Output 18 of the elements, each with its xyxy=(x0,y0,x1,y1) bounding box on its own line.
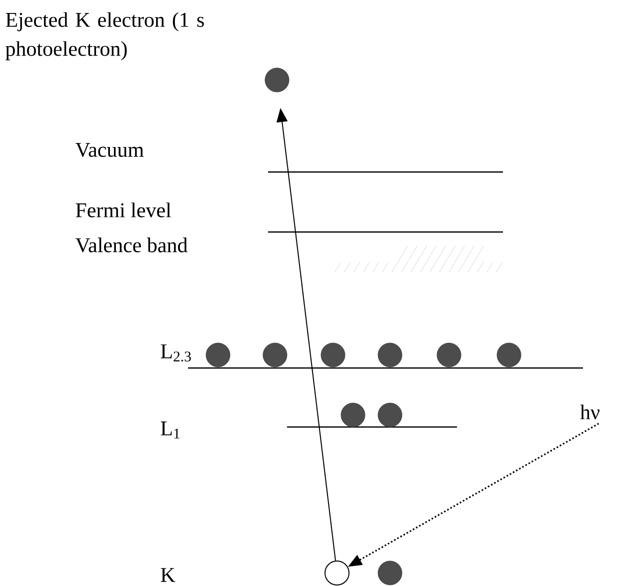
electron xyxy=(496,342,522,368)
electron xyxy=(320,342,346,368)
electron xyxy=(436,342,462,368)
level-label: K xyxy=(160,568,176,582)
photon-label: hν xyxy=(580,404,600,420)
electron xyxy=(264,68,290,92)
electron xyxy=(378,342,402,368)
electron xyxy=(378,402,402,428)
electron xyxy=(340,402,366,428)
electron xyxy=(378,560,402,586)
caption-text: Ejected K electron (1 s photoelectron) xyxy=(6,12,204,60)
level-label: Fermi level xyxy=(76,202,172,218)
electron xyxy=(206,342,230,368)
level-label: Valence band xyxy=(75,238,188,252)
hole xyxy=(324,560,350,586)
level-label: Vacuum xyxy=(75,142,144,158)
electron xyxy=(262,342,288,368)
level-label: L$_{1}$ xyxy=(160,422,180,438)
